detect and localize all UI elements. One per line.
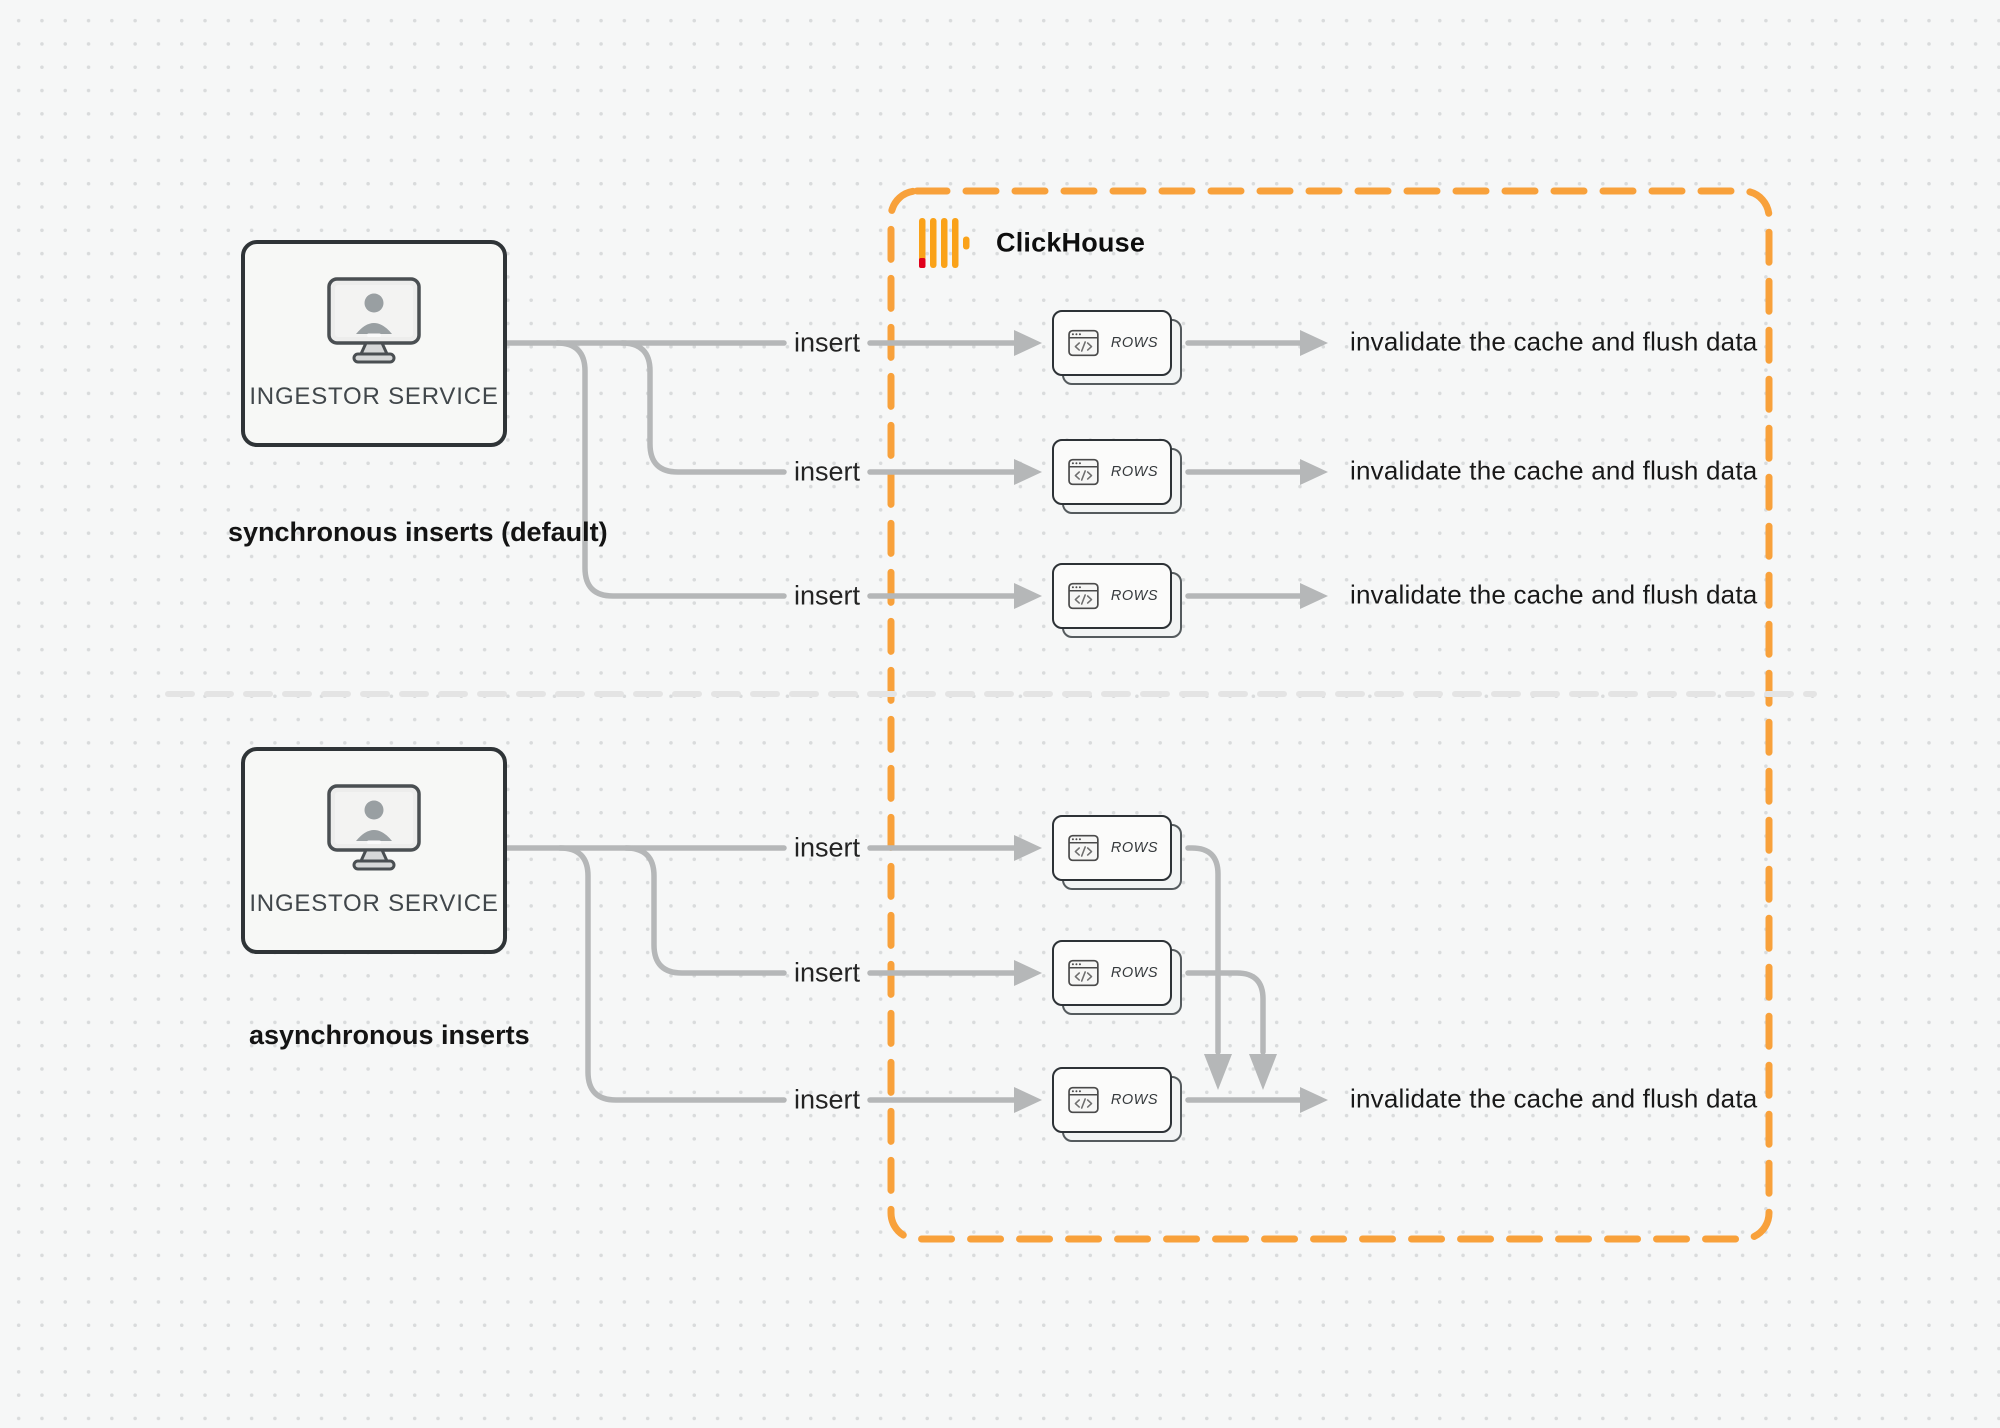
rows-card-label: ROWS <box>1110 588 1158 604</box>
ingestor-service-label: INGESTOR SERVICE <box>249 383 499 410</box>
rows-card-front: ROWS <box>1052 940 1172 1006</box>
rows-card-label: ROWS <box>1110 965 1158 981</box>
rows-card-label: ROWS <box>1110 1092 1158 1108</box>
insert-label: insert <box>793 456 861 487</box>
insert-label: insert <box>793 1084 861 1115</box>
rows-card-label: ROWS <box>1110 335 1158 351</box>
arrow-heads <box>1014 330 1328 1113</box>
monitor-user-icon <box>327 784 421 871</box>
async-branch-row2-wire <box>623 845 1017 976</box>
insert-label: insert <box>793 832 861 863</box>
code-window-icon <box>1068 329 1099 357</box>
rows-card: ROWS <box>1052 940 1182 1016</box>
rows-card-label: ROWS <box>1110 464 1158 480</box>
async-branch-row3-wire <box>557 845 1017 1103</box>
insert-label: insert <box>793 957 861 988</box>
sync-branch-row2-wire <box>619 340 1017 475</box>
sync-branch-row3-wire <box>554 340 1017 599</box>
async-merge1-wire <box>1185 845 1221 1055</box>
rows-card-front: ROWS <box>1052 1067 1172 1133</box>
rows-card-front: ROWS <box>1052 815 1172 881</box>
sync-section-label: synchronous inserts (default) <box>228 517 608 547</box>
code-window-icon <box>1068 582 1099 610</box>
clickhouse-logo-icon <box>919 218 970 268</box>
ingestor-service-box-sync: INGESTOR SERVICE <box>241 240 507 447</box>
rows-card: ROWS <box>1052 815 1182 891</box>
rows-card: ROWS <box>1052 563 1182 639</box>
result-label: invalidate the cache and flush data <box>1350 579 1758 610</box>
rows-card-front: ROWS <box>1052 310 1172 376</box>
code-window-icon <box>1068 834 1099 862</box>
code-window-icon <box>1068 1086 1099 1114</box>
code-window-icon <box>1068 458 1099 486</box>
clickhouse-title: ClickHouse <box>996 227 1146 258</box>
clickhouse-boundary <box>887 187 1773 1243</box>
rows-card-front: ROWS <box>1052 439 1172 505</box>
rows-card-label: ROWS <box>1110 840 1158 856</box>
rows-card: ROWS <box>1052 1067 1182 1143</box>
code-window-icon <box>1068 959 1099 987</box>
ingestor-service-box-async: INGESTOR SERVICE <box>241 747 507 954</box>
result-label: invalidate the cache and flush data <box>1350 455 1758 486</box>
insert-label: insert <box>793 580 861 611</box>
result-label: invalidate the cache and flush data <box>1350 1083 1758 1114</box>
rows-card: ROWS <box>1052 439 1182 515</box>
insert-label: insert <box>793 327 861 358</box>
async-merge2-wire <box>1185 970 1266 1055</box>
async-section-label: asynchronous inserts <box>249 1020 530 1050</box>
result-label: invalidate the cache and flush data <box>1350 326 1758 357</box>
monitor-user-icon <box>327 277 421 364</box>
rows-card-front: ROWS <box>1052 563 1172 629</box>
rows-card: ROWS <box>1052 310 1182 386</box>
ingestor-service-label: INGESTOR SERVICE <box>249 890 499 917</box>
